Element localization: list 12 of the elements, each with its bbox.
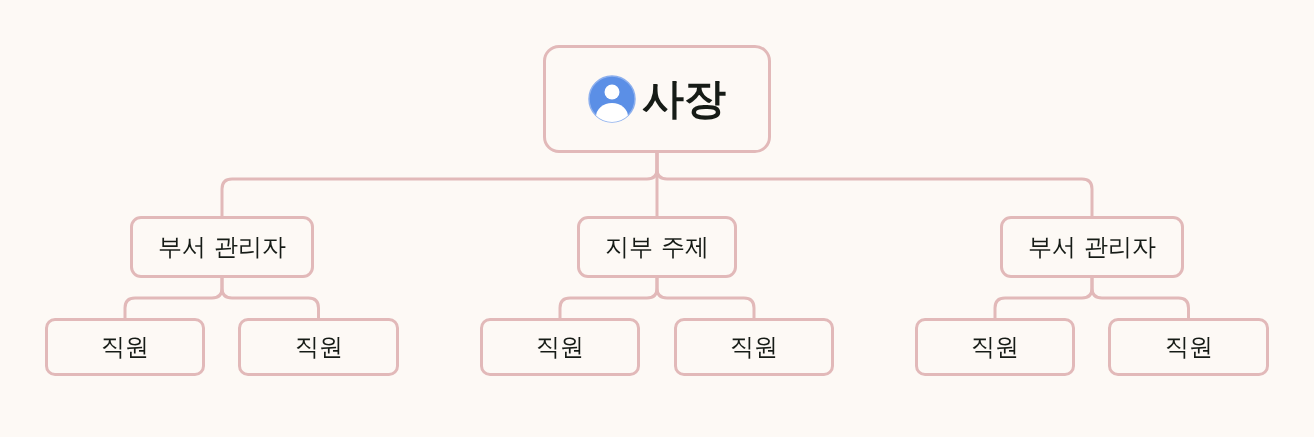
connector-line xyxy=(655,153,1094,216)
role-box: 직원 xyxy=(480,318,640,376)
role-box: 부서 관리자 xyxy=(130,216,314,278)
role-box: 지부 주제 xyxy=(577,216,737,278)
role-box: 직원 xyxy=(1108,318,1269,376)
role-box: 직원 xyxy=(238,318,399,376)
role-box: 직원 xyxy=(674,318,834,376)
role-box: 부서 관리자 xyxy=(1000,216,1184,278)
title-box xyxy=(543,45,771,153)
title-label: 사장 xyxy=(642,73,726,125)
role-box: 직원 xyxy=(45,318,205,376)
role-box: 직원 xyxy=(915,318,1075,376)
